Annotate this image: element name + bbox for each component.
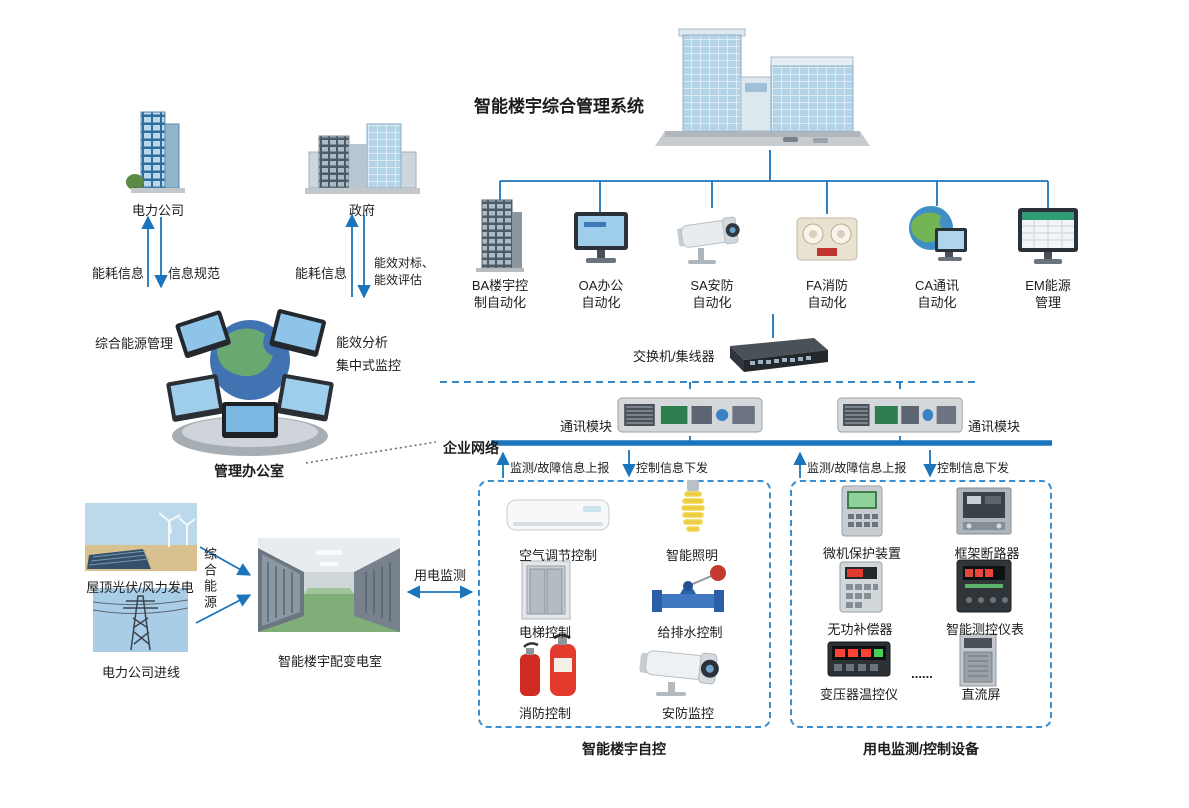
security-monitor-label: 安防监控 — [661, 706, 715, 721]
subsystem-em-line1: EM能源 — [1025, 278, 1071, 293]
water-control-label: 给排水控制 — [657, 625, 723, 640]
government-building-icon — [305, 118, 420, 196]
water-valve-icon — [650, 560, 730, 620]
sa-camera-icon — [676, 204, 748, 268]
building-automation-box — [478, 480, 771, 728]
government-label: 政府 — [348, 203, 376, 218]
comm-module-right-icon — [836, 392, 964, 438]
fire-control-label: 消防控制 — [518, 706, 572, 721]
comm-module-right-label: 通讯模块 — [967, 419, 1021, 434]
report-right-label: 监测/故障信息上报 — [807, 461, 907, 475]
energy-info-gov-label: 能耗信息 — [294, 266, 348, 281]
subsystem-sa-line2: 自动化 — [692, 295, 732, 310]
fa-fire-alarm-icon — [795, 210, 859, 268]
automation-box-title: 智能楼宇自控 — [582, 741, 666, 757]
oa-computer-icon — [570, 208, 632, 270]
subsystem-ca-line1: CA通讯 — [914, 278, 960, 293]
compensator-label: 无功补偿器 — [827, 622, 893, 637]
ac-unit-icon — [505, 496, 611, 538]
measuring-instrument-icon — [955, 558, 1013, 614]
device-box-title: 用电监测/控制设备 — [863, 741, 979, 757]
elevator-control-label: 电梯控制 — [518, 625, 572, 640]
fire-extinguisher-icon — [514, 633, 582, 700]
subsystem-ca-line2: 自动化 — [917, 295, 957, 310]
subsystem-fa-line1: FA消防 — [806, 278, 848, 293]
subsystem-ba-line1: BA楼宇控 — [471, 278, 529, 293]
management-office-monitors-icon — [165, 288, 335, 460]
temperature-controller-icon — [826, 640, 892, 678]
subsystem-oa-line2: 自动化 — [581, 295, 621, 310]
dc-panel-label: 直流屏 — [961, 687, 1001, 702]
elevator-icon — [521, 560, 571, 620]
control-right-label: 控制信息下发 — [937, 461, 1010, 475]
power-device-box — [790, 480, 1052, 728]
network-switch-icon — [716, 332, 831, 380]
subsystem-label-oa: OA办公 自动化 — [579, 277, 624, 311]
management-office-label: 管理办公室 — [214, 463, 284, 479]
circuit-breaker-icon — [955, 484, 1013, 538]
subsystem-ba-line2: 制自动化 — [473, 295, 526, 310]
subsystem-label-ca: CA通讯 自动化 — [915, 277, 959, 311]
em-energy-monitor-icon — [1014, 206, 1082, 270]
ba-building-icon — [472, 196, 528, 274]
subsystem-sa-line1: SA安防 — [690, 278, 734, 293]
protection-device-label: 微机保护装置 — [822, 546, 902, 561]
info-standard-label: 信息规范 — [167, 266, 221, 281]
cfl-bulb-icon — [672, 478, 714, 542]
dc-panel-icon — [956, 632, 1000, 688]
benchmark-line2: 能效评估 — [374, 273, 423, 287]
benchmark-label: 能效对标、 能效评估 — [374, 255, 434, 289]
subsystem-em-line2: 管理 — [1034, 295, 1062, 310]
substation-label: 智能楼宇配变电室 — [277, 654, 383, 669]
control-left-label: 控制信息下发 — [636, 461, 709, 475]
enterprise-network-label: 企业网络 — [443, 440, 499, 456]
circuit-breaker-label: 框架断路器 — [954, 546, 1020, 561]
cctv-camera-icon — [638, 640, 730, 698]
grid-inline-label: 电力公司进线 — [101, 665, 181, 680]
substation-room-image — [258, 538, 400, 632]
energy-info-left-label: 能耗信息 — [91, 266, 145, 281]
device-more-label: ...... — [911, 666, 933, 681]
temperature-controller-label: 变压器温控仪 — [819, 687, 899, 702]
subsystem-fa-line2: 自动化 — [807, 295, 847, 310]
analysis-label: 能效分析 — [336, 335, 389, 350]
smart-lighting-label: 智能照明 — [665, 548, 719, 563]
transmission-tower-image — [92, 588, 189, 652]
integrated-energy-label: 综合能源 — [202, 547, 217, 611]
power-monitor-label: 用电监测 — [413, 568, 467, 583]
benchmark-line1: 能效对标、 — [374, 256, 435, 270]
switch-label: 交换机/集线器 — [633, 349, 715, 364]
subsystem-oa-line1: OA办公 — [578, 278, 624, 293]
integrated-energy-mgmt-label: 综合能源管理 — [94, 336, 174, 351]
power-company-building-icon — [125, 108, 191, 196]
pv-wind-label: 屋顶光伏/风力发电 — [86, 580, 194, 595]
measuring-instrument-label: 智能测控仪表 — [945, 622, 1025, 637]
solar-wind-image — [85, 503, 197, 571]
central-monitor-label: 集中式监控 — [336, 358, 402, 373]
comm-module-left-label: 通讯模块 — [559, 419, 613, 434]
ac-control-label: 空气调节控制 — [518, 548, 598, 563]
report-left-label: 监测/故障信息上报 — [510, 461, 610, 475]
compensator-icon — [838, 560, 884, 614]
subsystem-label-ba: BA楼宇控 制自动化 — [472, 277, 528, 311]
ca-globe-computer-icon — [905, 202, 971, 268]
protection-device-icon — [840, 484, 884, 538]
comm-module-left-icon — [616, 392, 764, 438]
diagram-title: 智能楼宇综合管理系统 — [474, 97, 644, 116]
subsystem-label-sa: SA安防 自动化 — [690, 277, 733, 311]
main-building-image — [655, 25, 870, 153]
subsystem-label-em: EM能源 管理 — [1025, 277, 1071, 311]
power-company-label: 电力公司 — [131, 203, 185, 218]
subsystem-label-fa: FA消防 自动化 — [806, 277, 848, 311]
